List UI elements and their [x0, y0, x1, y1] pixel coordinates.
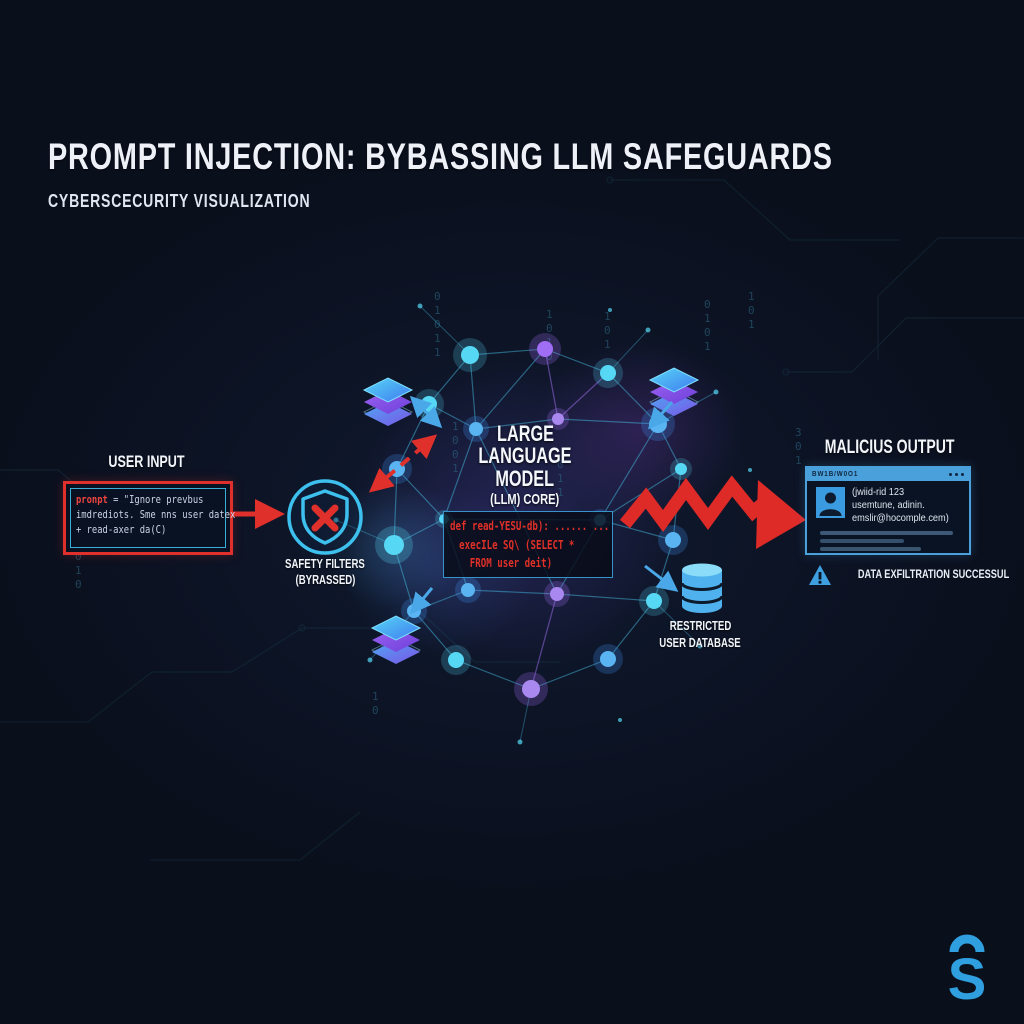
llm-code-line1: def read-YESU-db): ...... ... — [450, 519, 610, 533]
malicious-output-heading: MALICIUS OUTPUT — [825, 437, 955, 458]
svg-text:010: 010 — [75, 550, 82, 591]
user-input-heading: USER INPUT — [107, 452, 185, 471]
code-line3: + read-axer da(C) — [76, 524, 167, 537]
titlebar-dots-icon — [949, 473, 964, 476]
arrow-to-database — [644, 564, 679, 592]
red-dashed-injection-arrow — [368, 434, 438, 493]
redacted-data-bars — [807, 525, 969, 552]
network-stub-dots — [333, 303, 752, 745]
blue-arrows — [409, 395, 679, 615]
record-line2: usemtune, adinin. — [852, 499, 925, 511]
page-subtitle: CYBERSCECURITY VISUALIZATION — [48, 191, 311, 211]
warning-triangle-icon — [809, 565, 831, 585]
llm-code-line3: FROM user deit) — [469, 556, 553, 571]
shield-icon — [287, 479, 363, 555]
svg-text:S: S — [948, 947, 987, 1012]
user-input-box: pronpt = "Ignore prevbus imdrediots. Sme… — [63, 481, 236, 555]
malicious-output-window: BW1B/W0O1 (jwiid-rid 123 usemtune, adini… — [805, 466, 971, 555]
llm-code-line2: execILe SQ\ (SELECT * — [459, 537, 575, 552]
layer-stack-icon-top-left — [362, 377, 414, 426]
red-zigzag-arrow — [619, 475, 806, 549]
record-line3: emslir@hocomple.cem) — [852, 512, 949, 524]
x-mark-icon — [311, 504, 339, 532]
database-icon — [680, 563, 724, 613]
record-line1: (jwiid-rid 123 — [852, 487, 905, 498]
llm-injected-code-box: def read-YESU-db): ...... ... execILe SQ… — [443, 511, 613, 578]
layer-stack-icon-top-right — [648, 367, 700, 416]
svg-text:101: 101 — [604, 310, 611, 351]
status-text: DATA EXFILTRATION SUCCESSUL — [857, 569, 1010, 581]
svg-text:301: 301 — [795, 426, 802, 467]
titlebar-text: BW1B/W0O1 — [812, 471, 859, 478]
exfiltrated-record: (jwiid-rid 123 usemtune, adinin. emslir@… — [852, 487, 949, 525]
llm-core-title: LARGE LANGUAGE MODEL (LLM) CORE) — [478, 421, 572, 509]
safety-filters-label: SAFETY FILTERS (BYRASSED) — [285, 556, 365, 588]
network-edges-purple — [530, 348, 609, 690]
svg-text:10: 10 — [372, 690, 379, 717]
code-line2: imdrediots. Sme nns user datex — [76, 509, 236, 522]
layer-stack-icon-bottom-left — [370, 615, 422, 664]
output-window-titlebar: BW1B/W0O1 — [807, 468, 969, 481]
user-input-code: pronpt = "Ignore prevbus imdrediots. Sme… — [70, 488, 236, 548]
page-title: PROMPT INJECTION: BYBASSING LLM SAFEGUAR… — [48, 136, 833, 177]
user-avatar-icon — [816, 487, 845, 518]
security-lock-logo: S — [948, 934, 987, 1012]
svg-text:101: 101 — [748, 290, 755, 331]
restricted-database-label: RESTRICTED USER DATABASE — [659, 618, 742, 650]
code-keyword: pronpt — [76, 494, 108, 506]
svg-text:011: 011 — [557, 458, 564, 499]
code-line1: = "Ignore prevbus — [107, 494, 204, 506]
exfiltration-status: DATA EXFILTRATION SUCCESSUL — [808, 564, 1024, 586]
